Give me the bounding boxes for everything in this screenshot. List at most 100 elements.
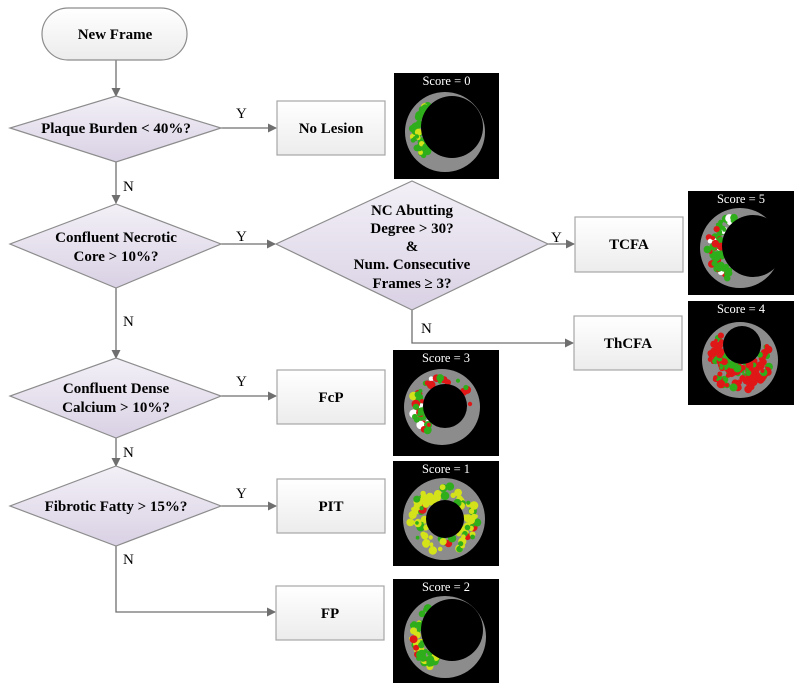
tissue-speck bbox=[415, 621, 423, 629]
score-label: Score = 5 bbox=[717, 192, 765, 206]
edge-label-yes: Y bbox=[236, 374, 247, 390]
tissue-speck bbox=[439, 484, 446, 491]
tissue-speck bbox=[412, 403, 420, 410]
tissue-speck bbox=[703, 245, 712, 254]
tissue-speck bbox=[710, 340, 718, 348]
tissue-speck bbox=[707, 356, 713, 362]
tissue-speck bbox=[749, 381, 754, 386]
start-node-label: New Frame bbox=[78, 27, 153, 43]
edge-nc-abutting-no bbox=[411, 310, 574, 348]
tissue-speck bbox=[419, 399, 425, 404]
outcome-label: No Lesion bbox=[299, 121, 364, 137]
tissue-speck bbox=[764, 344, 770, 349]
outcome-pit: PIT bbox=[276, 478, 386, 534]
lumen bbox=[423, 384, 467, 428]
outcome-no-lesion: No Lesion bbox=[276, 100, 386, 156]
ivus-thumbnail-fcp: Score = 3 bbox=[393, 350, 499, 456]
tissue-speck bbox=[412, 413, 418, 420]
tissue-speck bbox=[437, 546, 443, 552]
tissue-speck bbox=[414, 113, 423, 121]
tissue-speck bbox=[458, 541, 464, 547]
tissue-speck bbox=[720, 358, 728, 366]
tissue-speck bbox=[746, 380, 751, 385]
lumen bbox=[722, 215, 784, 277]
tissue-speck bbox=[716, 379, 726, 389]
ivus-thumbnail-no-lesion: Score = 0 bbox=[394, 73, 499, 179]
decision-label: Core > 10%? bbox=[74, 249, 159, 265]
edge-fibrotic-fatty-no bbox=[115, 546, 276, 617]
thumbnails: Score = 0 Score = 5 Score = 4 Score = 3 Scor… bbox=[393, 73, 794, 683]
decision-label: Plaque Burden < 40%? bbox=[41, 121, 191, 137]
outcome-tcfa: TCFA bbox=[574, 216, 684, 273]
tissue-speck bbox=[414, 134, 420, 139]
tissue-speck bbox=[473, 518, 482, 527]
tissue-speck bbox=[720, 264, 728, 272]
tissue-speck bbox=[415, 521, 419, 525]
decision-confluent-necrotic-core: Confluent Necrotic Core > 10%? bbox=[8, 203, 223, 289]
tissue-speck bbox=[762, 359, 767, 364]
tissue-speck bbox=[718, 219, 723, 225]
tissue-speck bbox=[764, 348, 769, 353]
lumen bbox=[426, 500, 464, 538]
tissue-speck bbox=[421, 532, 429, 540]
tissue-speck bbox=[719, 365, 724, 370]
decision-plaque-burden: Plaque Burden < 40%? bbox=[7, 95, 224, 163]
edge-label-yes: Y bbox=[551, 230, 562, 246]
ivus-thumbnail-pit: Score = 1 bbox=[393, 461, 499, 566]
score-label: Score = 1 bbox=[422, 462, 470, 476]
decision-label: Confluent Dense bbox=[63, 381, 170, 397]
ivus-thumbnail-tcfa: Score = 5 bbox=[688, 191, 794, 295]
outcome-fcp: FcP bbox=[276, 369, 386, 425]
edge-label-no: N bbox=[123, 552, 134, 568]
edge-label-no: N bbox=[123, 314, 134, 330]
tissue-speck bbox=[717, 332, 725, 339]
decision-label: & bbox=[406, 239, 419, 255]
tissue-speck bbox=[422, 539, 430, 548]
decision-label: Calcium > 10%? bbox=[62, 400, 170, 416]
tissue-speck bbox=[766, 363, 770, 368]
outcome-thcfa: ThCFA bbox=[573, 315, 683, 371]
edge-label-yes: Y bbox=[236, 106, 247, 122]
tissue-speck bbox=[419, 650, 424, 654]
tissue-speck bbox=[422, 501, 430, 508]
tissue-speck bbox=[728, 267, 733, 272]
edge-label-no: N bbox=[123, 445, 134, 461]
tissue-speck bbox=[418, 641, 425, 649]
tissue-speck bbox=[418, 610, 426, 618]
tissue-speck bbox=[760, 368, 765, 373]
tissue-speck bbox=[730, 213, 738, 222]
tissue-speck bbox=[428, 376, 434, 382]
tissue-speck bbox=[464, 524, 471, 531]
tissue-speck bbox=[726, 368, 731, 374]
tissue-speck bbox=[414, 128, 423, 136]
decision-label: Degree > 30? bbox=[370, 221, 453, 237]
tissue-speck bbox=[466, 500, 471, 505]
start-node: New Frame bbox=[41, 7, 188, 61]
tissue-speck bbox=[469, 501, 479, 510]
tissue-speck bbox=[408, 510, 417, 519]
outcome-label: FP bbox=[321, 606, 339, 622]
tissue-speck bbox=[433, 498, 437, 503]
outcome-fp: FP bbox=[275, 585, 385, 641]
tissue-speck bbox=[428, 546, 437, 555]
tissue-speck bbox=[719, 224, 724, 229]
lumen bbox=[723, 326, 761, 364]
tissue-speck bbox=[419, 506, 424, 511]
decision-label: Fibrotic Fatty > 15%? bbox=[45, 499, 188, 515]
tissue-speck bbox=[725, 373, 731, 378]
tissue-speck bbox=[418, 150, 423, 155]
decision-label: Frames ≥ 3? bbox=[372, 276, 451, 292]
tissue-speck bbox=[463, 514, 473, 523]
tissue-speck bbox=[455, 378, 461, 383]
outcome-label: ThCFA bbox=[604, 336, 652, 352]
tissue-speck bbox=[748, 383, 755, 391]
tissue-speck bbox=[716, 352, 723, 359]
tissue-speck bbox=[413, 495, 421, 503]
tissue-speck bbox=[717, 371, 723, 377]
tissue-speck bbox=[724, 275, 731, 282]
tissue-speck bbox=[467, 401, 473, 407]
ivus-thumbnail-thcfa: Score = 4 bbox=[688, 301, 794, 405]
tissue-speck bbox=[436, 374, 445, 382]
